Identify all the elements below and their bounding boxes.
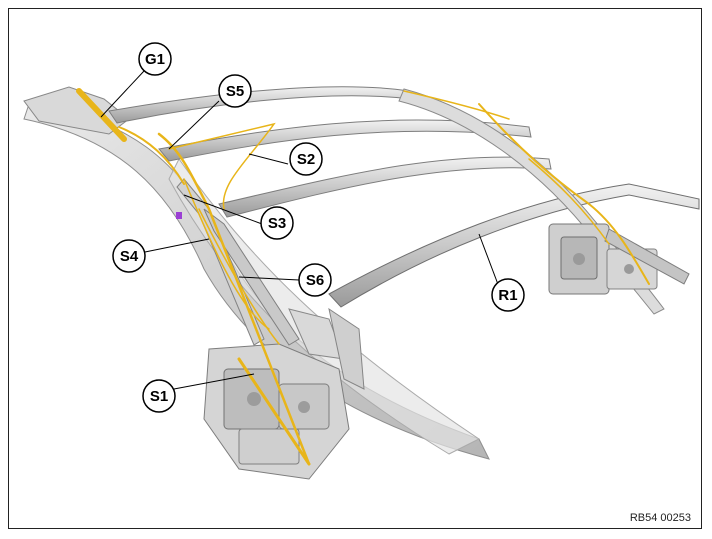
callout-label-s4: S4	[120, 248, 139, 265]
callout-s6: S6	[298, 263, 332, 297]
roof-bow-3	[218, 156, 552, 218]
wiring-harness	[76, 88, 650, 466]
leader-lines	[100, 70, 500, 390]
connector-marker	[176, 212, 182, 219]
callout-s5: S5	[218, 74, 252, 108]
reference-number: RB54 00253	[629, 512, 691, 524]
roof-bow-2	[158, 119, 532, 162]
callout-s3: S3	[260, 206, 294, 240]
right-mechanism	[548, 223, 690, 295]
callout-s2: S2	[289, 142, 323, 176]
callout-s1: S1	[142, 379, 176, 413]
diagram-frame: G1 S5 S2 S3 S4 S6 R1 S1 RB54	[8, 8, 702, 529]
callout-g1: G1	[138, 42, 172, 76]
roof-bow-1	[108, 86, 412, 124]
callout-label-r1: R1	[498, 287, 517, 304]
callout-label-s2: S2	[297, 151, 315, 168]
roof-frame-illustration: G1 S5 S2 S3 S4 S6 R1 S1	[23, 42, 700, 480]
callout-label-s3: S3	[268, 215, 286, 232]
callout-label-g1: G1	[145, 51, 165, 68]
callout-label-s5: S5	[226, 83, 244, 100]
callout-label-s1: S1	[150, 388, 168, 405]
linkage-arm-2	[203, 208, 300, 346]
callout-s4: S4	[112, 239, 146, 273]
callout-label-s6: S6	[306, 272, 324, 289]
roof-bow-r1	[328, 183, 700, 308]
callout-r1: R1	[491, 278, 525, 312]
